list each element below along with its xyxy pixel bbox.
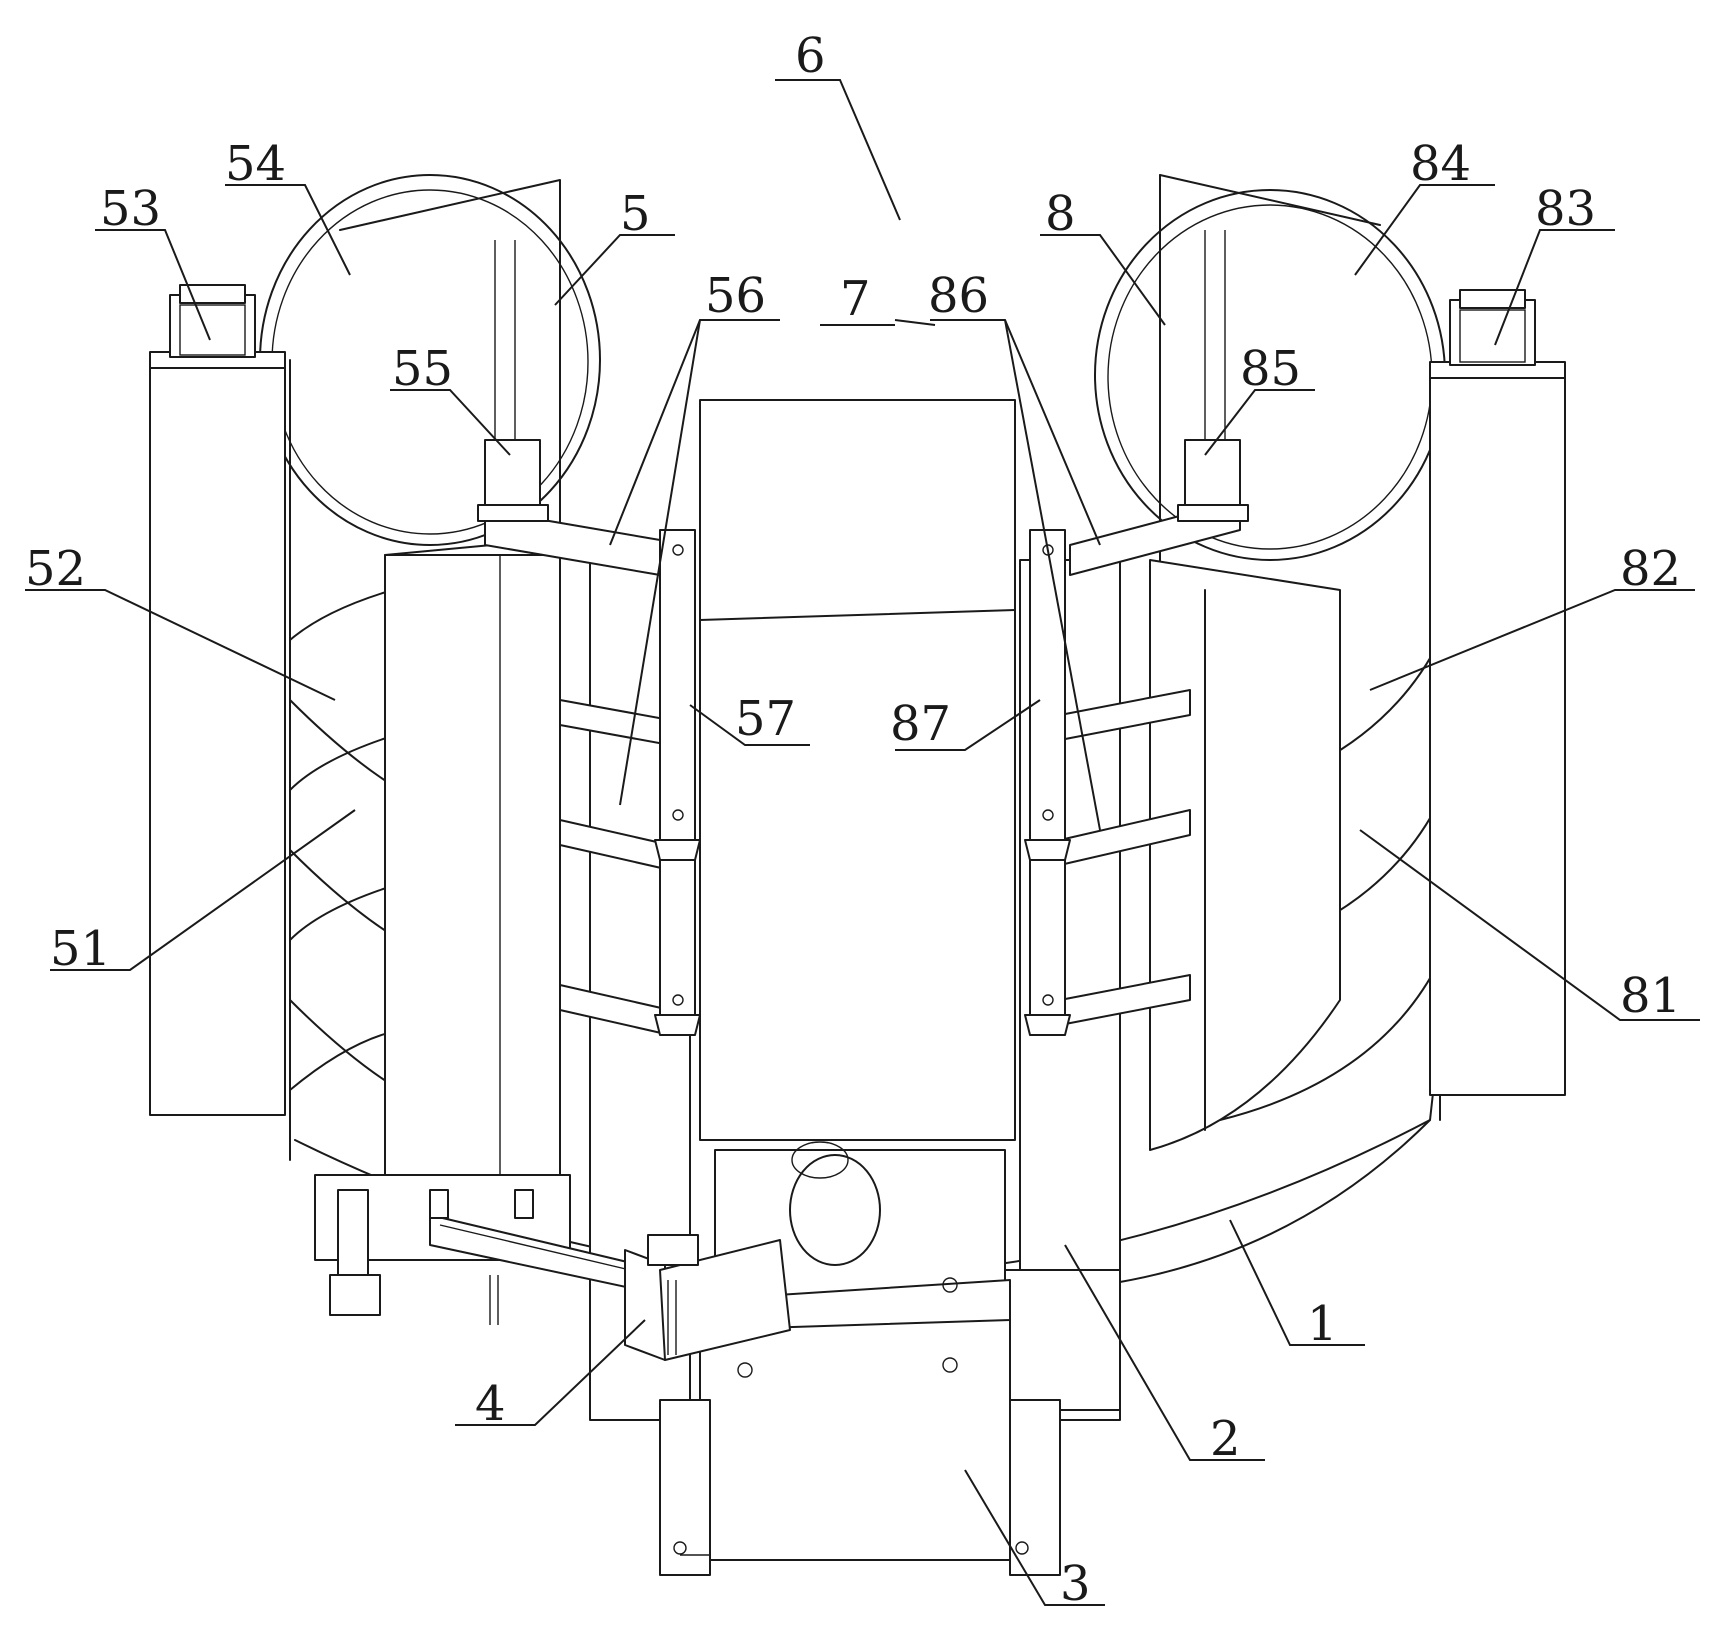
label-81: 81	[1620, 968, 1681, 1024]
label-57: 57	[735, 691, 796, 747]
left-column	[149, 284, 286, 1116]
callout-labels: 1 2 3 4 5 6 7 8 51 52 53 54 55 56 57 81 …	[25, 28, 1681, 1612]
label-7: 7	[840, 271, 871, 327]
label-54: 54	[225, 136, 286, 192]
manipulator-arm	[314, 1174, 791, 1361]
label-4: 4	[475, 1376, 506, 1432]
right-column	[1429, 289, 1566, 1096]
label-3: 3	[1060, 1556, 1091, 1612]
label-1: 1	[1307, 1296, 1338, 1352]
label-52: 52	[25, 541, 86, 597]
label-83: 83	[1535, 181, 1596, 237]
label-6: 6	[795, 28, 826, 84]
left-plate	[384, 539, 561, 1176]
label-5: 5	[620, 186, 651, 242]
label-8: 8	[1045, 186, 1076, 242]
label-55: 55	[392, 341, 453, 397]
leader-lines	[25, 79, 1700, 1606]
label-2: 2	[1210, 1411, 1241, 1467]
label-85: 85	[1240, 341, 1301, 397]
label-56: 56	[705, 268, 766, 324]
center-body	[699, 399, 1016, 1141]
label-86: 86	[928, 268, 989, 324]
label-84: 84	[1410, 136, 1471, 192]
label-53: 53	[100, 181, 161, 237]
label-51: 51	[50, 921, 111, 977]
label-87: 87	[890, 696, 951, 752]
label-82: 82	[1620, 541, 1681, 597]
